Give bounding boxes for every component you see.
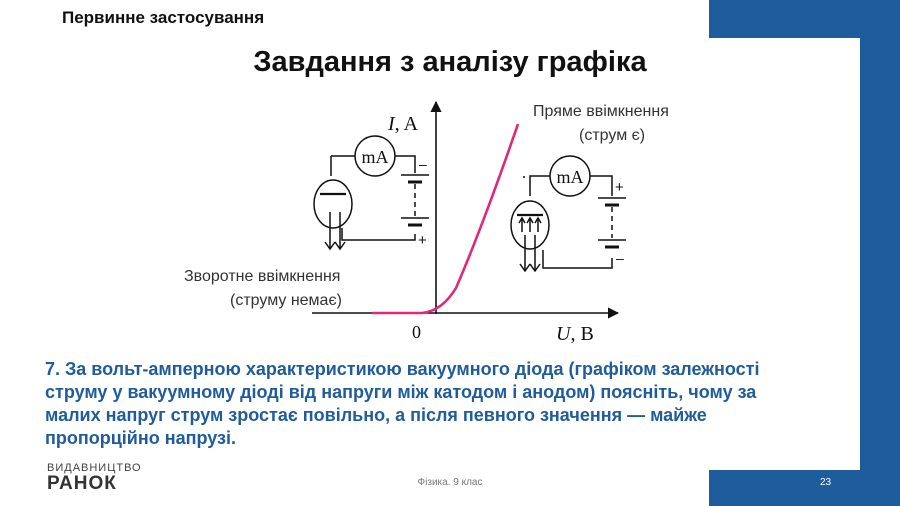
forward-battery-bottom-sign: – — [616, 250, 624, 266]
publisher-logo: ВИДАВНИЦТВО РАНОК — [47, 462, 142, 494]
page-number: 23 — [820, 477, 832, 488]
reverse-battery-top-sign: – — [419, 156, 427, 172]
reverse-battery — [401, 174, 429, 227]
bottom-blue-bar — [709, 470, 900, 506]
forward-circuit — [510, 175, 613, 273]
reverse-label-line1: Зворотне ввімкнення — [184, 268, 340, 285]
forward-battery — [598, 197, 626, 249]
milliammeter-left — [354, 135, 396, 177]
logo-top-text: ВИДАВНИЦТВО — [47, 462, 142, 474]
reverse-label-line2: (струму немає) — [230, 292, 342, 309]
slide-title: Завдання з аналізу графіка — [253, 46, 647, 78]
diode-iv-graph: I, A U, В 0 Пряме ввімкнення (струм є) З… — [184, 100, 669, 345]
right-blue-bar — [860, 0, 900, 506]
reverse-circuit — [313, 155, 416, 251]
x-axis-label: U, В — [556, 323, 594, 345]
section-heading: Первинне застосування — [62, 8, 265, 27]
logo-bottom-text: РАНОК — [47, 473, 117, 494]
iv-curve — [372, 123, 520, 315]
milliammeter-right — [549, 155, 591, 197]
footer-subject: Фізика. 9 клас — [417, 477, 483, 488]
y-axis-label: I, A — [387, 113, 419, 135]
milliammeter-left-label: mA — [362, 147, 389, 167]
milliammeter-right-label: mA — [557, 167, 584, 187]
forward-battery-top-sign: + — [615, 179, 624, 196]
reverse-battery-bottom-sign: + — [418, 232, 427, 249]
forward-label-line1: Пряме ввімкнення — [533, 103, 669, 120]
origin-label: 0 — [412, 322, 421, 342]
forward-label-line2: (струм є) — [579, 127, 645, 144]
task-text: 7. За вольт-амперною характеристикою вак… — [45, 359, 760, 448]
